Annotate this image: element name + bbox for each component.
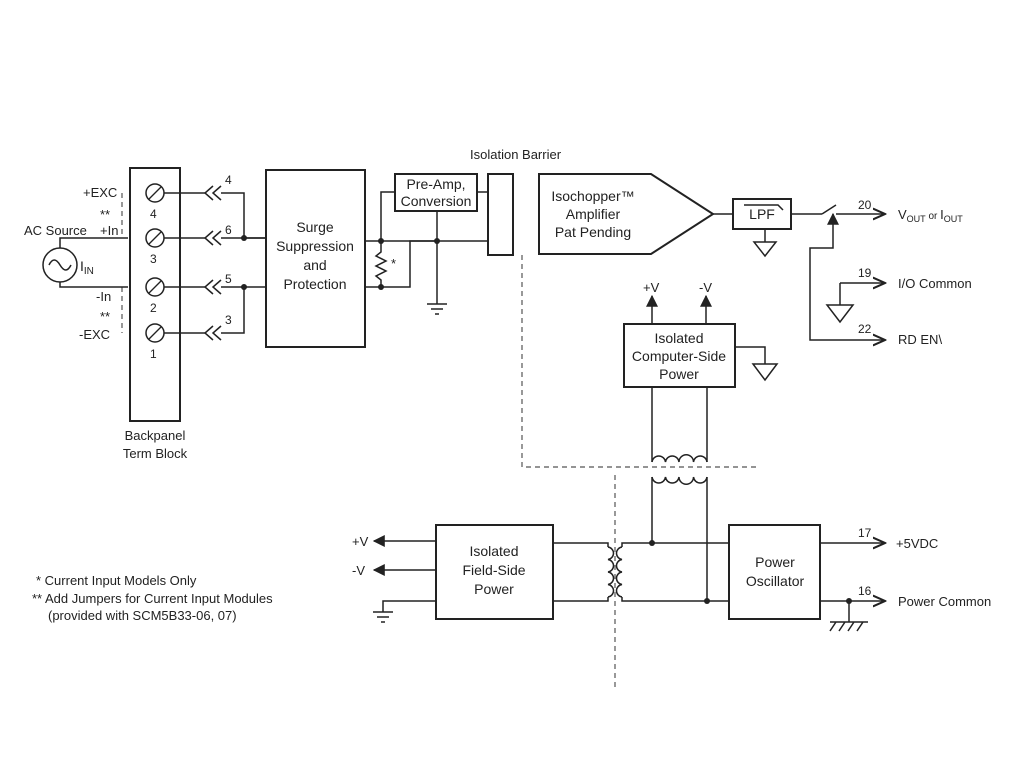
- connector-pin: 6: [225, 223, 232, 237]
- backpanel-label-line1: Backpanel: [125, 428, 186, 443]
- output-pin: 17: [858, 526, 872, 540]
- connector-pin: 4: [225, 173, 232, 187]
- surge-label: Surge: [296, 219, 334, 235]
- power-common-label: Power Common: [898, 594, 991, 609]
- isochopper-label: Isochopper™: [551, 188, 634, 204]
- computer-power-label: Isolated: [654, 330, 703, 346]
- wire: [651, 387, 708, 462]
- source-wire-bottom: [59, 282, 128, 288]
- current-model-mark: *: [391, 256, 396, 271]
- field-power-label: Isolated: [469, 543, 518, 559]
- surge-protection-block: [265, 169, 366, 348]
- output-pin: 19: [858, 266, 872, 280]
- preamp-label: Pre-Amp,: [406, 176, 465, 192]
- computer-power-label: Power: [659, 366, 699, 382]
- oscillator-label: Oscillator: [746, 573, 805, 589]
- chassis-ground-icon: [829, 621, 868, 632]
- output-pin: 22: [858, 322, 872, 336]
- power-oscillator-block: [728, 524, 821, 620]
- plus-v-label: +V: [352, 534, 369, 549]
- surge-label: Suppression: [276, 238, 354, 254]
- isolation-barrier-label: Isolation Barrier: [470, 147, 562, 162]
- transformer-coil-icon: [651, 454, 708, 463]
- preamp-block: [394, 173, 478, 212]
- field-power-label: Power: [474, 581, 514, 597]
- rden-label: RD EN\: [898, 332, 942, 347]
- iin-label: IIN: [80, 258, 94, 277]
- jumper-mark: **: [100, 207, 110, 222]
- output-pin: 20: [858, 198, 872, 212]
- field-side-power-block: [435, 524, 554, 620]
- note-provided: (provided with SCM5B33-06, 07): [48, 608, 237, 623]
- ground-icon: [373, 611, 393, 623]
- isochopper-amplifier: [538, 173, 715, 255]
- terminal-number: 4: [150, 207, 157, 221]
- resistor-icon: [374, 241, 388, 287]
- oscillator-label: Power: [755, 554, 795, 570]
- connector-pin: 3: [225, 313, 232, 327]
- wire: [365, 191, 395, 242]
- isolation-barrier-line: [521, 255, 760, 468]
- note-jumpers: ** Add Jumpers for Current Input Modules: [32, 591, 273, 606]
- field-power-label: Field-Side: [462, 562, 525, 578]
- transformer-coil-icon: [615, 546, 623, 598]
- wire: [221, 287, 245, 334]
- rden-wire: [809, 230, 885, 340]
- plus5v-label: +5VDC: [896, 536, 938, 551]
- ground-icon: [427, 303, 447, 315]
- lpf-label: LPF: [749, 206, 775, 222]
- terminal-number: 1: [150, 347, 157, 361]
- plus-in-label: +In: [100, 223, 118, 238]
- wire: [651, 477, 708, 601]
- wire: [382, 600, 436, 612]
- terminal-number: 2: [150, 301, 157, 315]
- ground-icon: [752, 241, 778, 258]
- switch-icon: [821, 204, 837, 215]
- minus-v-label: -V: [699, 280, 712, 295]
- ac-source-label: AC Source: [24, 223, 87, 238]
- ground-icon: [825, 304, 855, 324]
- backpanel-label-line2: Term Block: [123, 446, 188, 461]
- surge-label: Protection: [283, 276, 346, 292]
- isochopper-label: Pat Pending: [555, 224, 631, 240]
- connector-chevrons: [203, 185, 222, 341]
- surge-label: and: [303, 257, 326, 273]
- minus-in-label: -In: [96, 289, 111, 304]
- output-pin: 16: [858, 584, 872, 598]
- sine-icon: [48, 259, 72, 271]
- source-wire-top: [59, 237, 128, 248]
- wire: [553, 542, 609, 602]
- transformer-coil-icon: [607, 546, 615, 598]
- note-current-input: * Current Input Models Only: [36, 573, 197, 588]
- computer-power-label: Computer-Side: [632, 348, 726, 364]
- vout-label: VOUT or IOUT: [898, 207, 963, 224]
- preamp-label: Conversion: [401, 193, 472, 209]
- jumper-mark: **: [100, 309, 110, 324]
- modulator-block: [487, 173, 514, 256]
- wire: [365, 240, 488, 288]
- plus-exc-label: +EXC: [83, 185, 117, 200]
- wire: [735, 346, 766, 364]
- lpf-block: [732, 198, 792, 230]
- minus-exc-label: -EXC: [79, 327, 110, 342]
- minus-v-label: -V: [352, 563, 365, 578]
- wire: [621, 542, 729, 602]
- plus-v-label: +V: [643, 280, 660, 295]
- isochopper-label: Amplifier: [566, 206, 621, 222]
- terminal-number: 3: [150, 252, 157, 266]
- connector-pin: 5: [225, 272, 232, 286]
- computer-side-power-block: [623, 323, 736, 388]
- ground-icon: [751, 363, 779, 382]
- transformer-coil-icon: [651, 476, 708, 485]
- io-common-label: I/O Common: [898, 276, 972, 291]
- lpf-icon: [744, 204, 784, 211]
